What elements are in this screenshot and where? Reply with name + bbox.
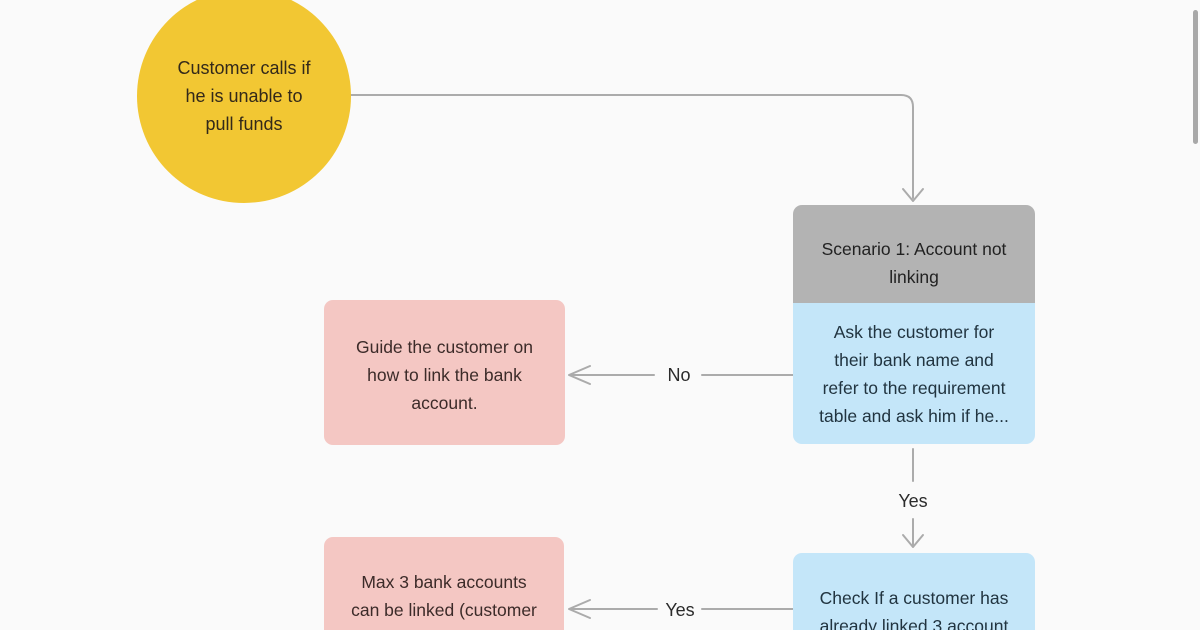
node-check-linked-accounts[interactable]: Check If a customer has already linked 3… [793, 553, 1035, 630]
node-text-line: linking [889, 267, 939, 287]
node-guide-customer[interactable]: Guide the customer on how to link the ba… [324, 300, 565, 445]
arrowhead-down-scenario1 [902, 188, 924, 202]
node-text-line: refer to the requirement [822, 377, 1006, 398]
arrowhead-down-yes [902, 534, 924, 548]
node-text-line: account. [411, 392, 478, 413]
node-text-line: Scenario 1: Account not [821, 239, 1007, 259]
node-text-line: table and ask him if he... [819, 405, 1009, 426]
node-text-line: their bank name and [834, 349, 994, 370]
node-text-line: he is unable to [185, 86, 303, 106]
node-text-line: already linked 3 account [819, 616, 1009, 630]
node-text-line: pull funds [205, 114, 283, 134]
node-text-line: Max 3 bank accounts [361, 572, 527, 592]
node-text-line: Check If a customer has [819, 588, 1009, 608]
connector-label-yes-2: Yes [665, 600, 695, 620]
connector-label-yes: Yes [898, 491, 928, 511]
vertical-scrollbar-thumb[interactable] [1193, 10, 1198, 144]
arrowhead-left-no [568, 365, 591, 385]
connector-start-to-scenario1 [350, 94, 914, 199]
arrowhead-left-yes2 [568, 599, 591, 619]
node-text-line: how to link the bank [367, 364, 522, 385]
node-scenario1[interactable]: Scenario 1: Account not linking Ask the … [793, 205, 1035, 444]
node-text-line: Ask the customer for [833, 321, 995, 342]
node-scenario1-header: Scenario 1: Account not linking [793, 205, 1035, 303]
node-text-line: Customer calls if [177, 58, 311, 78]
connector-label-no: No [667, 365, 691, 385]
node-text-line: can be linked (customer [351, 600, 537, 620]
node-start-customer-calls[interactable]: Customer calls if he is unable to pull f… [137, 0, 351, 203]
node-max-bank-accounts[interactable]: Max 3 bank accounts can be linked (custo… [324, 537, 564, 630]
node-text-line: Guide the customer on [355, 336, 534, 357]
node-scenario1-body: Ask the customer for their bank name and… [793, 303, 1035, 444]
